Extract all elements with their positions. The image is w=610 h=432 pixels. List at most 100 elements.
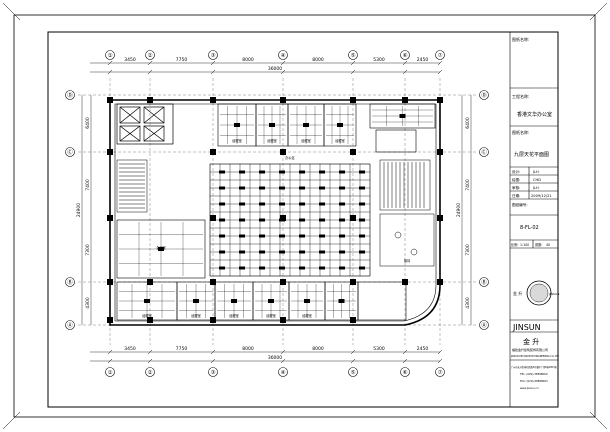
axis-label: ① [108, 370, 113, 376]
axis-label: Ⓐ [67, 321, 73, 329]
axis-label: Ⓐ [481, 321, 487, 329]
axis-label: Ⓑ [67, 278, 73, 286]
column [147, 317, 153, 323]
column [280, 279, 286, 285]
stair-right [379, 159, 431, 211]
date-value: 2009/12/21 [531, 194, 552, 198]
column [350, 97, 356, 103]
column [437, 149, 443, 155]
column [107, 215, 113, 221]
column [107, 317, 113, 323]
column [147, 279, 153, 285]
dimension-label: 7400 [85, 179, 91, 191]
column [107, 149, 113, 155]
column [210, 97, 216, 103]
dimension-total: 24900 [76, 203, 82, 217]
column [437, 97, 443, 103]
axis-bubble [479, 277, 489, 287]
axis-bubble [400, 367, 410, 377]
stair-left [116, 159, 148, 213]
left-office [116, 219, 206, 279]
scale-value: 1:100 [520, 243, 529, 247]
project-label: 工程名称: [512, 93, 529, 99]
axis-bubble [208, 50, 218, 60]
dimension-label: 3450 [124, 346, 136, 352]
checker-label: 审核: [512, 185, 520, 190]
column [350, 215, 356, 221]
dimension-total: 36000 [268, 355, 282, 361]
room-labels: 经理室经理室经理室经理室会议室办公区经理室经理室经理室经理室经理室接待 [142, 138, 411, 318]
column [210, 279, 216, 285]
room-label: 经理室 [301, 138, 311, 143]
axis-bubble [479, 147, 489, 157]
axis-bubble [479, 320, 489, 330]
axis-bubble [348, 50, 358, 60]
dimension-label: 2450 [417, 346, 429, 352]
drawing-no: 8-FL-02 [520, 225, 539, 231]
room-label: 经理室 [266, 313, 276, 318]
column [280, 215, 286, 221]
column [350, 149, 356, 155]
column [280, 317, 286, 323]
column [402, 279, 408, 285]
address-line: FAX: (020)-38898063 [520, 379, 548, 383]
dimension-label: 8000 [312, 346, 324, 352]
brand-cn: 金 升 [523, 337, 539, 346]
left-dimension-chain [81, 95, 92, 325]
axis-label: ⑦ [438, 369, 443, 376]
column [437, 215, 443, 221]
title-block-text: 图纸名称: 工程名称: 香港文华办公室 图纸名称: 九层天花平面图 设计: JL… [510, 36, 559, 390]
dimension-label: 5300 [373, 57, 385, 63]
room-label: 经理室 [267, 138, 277, 143]
room-label: 经理室 [229, 313, 239, 318]
column [107, 97, 113, 103]
axis-bubble [145, 50, 155, 60]
reception-area [379, 213, 435, 267]
dimension-label: 6400 [465, 117, 471, 129]
drafter-value: CHD [533, 178, 541, 182]
axis-bubble [400, 50, 410, 60]
room-label: 经理室 [142, 313, 152, 318]
dimension-label: 5300 [373, 346, 385, 352]
title-block [509, 31, 559, 408]
column [210, 149, 216, 155]
address-line: www.jinsun.cn [520, 386, 539, 390]
room-label: 会议室 [156, 245, 166, 250]
column [402, 97, 408, 103]
dimension-total: 36000 [268, 66, 282, 72]
column [280, 149, 286, 155]
column [210, 317, 216, 323]
room-label: 办公区 [285, 155, 295, 160]
axis-label: ⑤ [351, 53, 356, 59]
axis-bubble [65, 147, 75, 157]
room-label: 经理室 [335, 138, 345, 143]
axis-label: Ⓑ [481, 278, 487, 286]
axis-label: ③ [211, 370, 216, 376]
column [350, 279, 356, 285]
axis-bubble [65, 320, 75, 330]
title-header-label: 图纸名称: [512, 36, 529, 42]
dimension-label: 3450 [124, 57, 136, 63]
drawing-name-label: 图纸名称: [512, 129, 529, 135]
drawing-name: 九层天花平面图 [514, 151, 549, 158]
designer-value: JLH [532, 170, 539, 174]
dimension-label: 7300 [465, 244, 471, 256]
room-label: 经理室 [191, 313, 201, 318]
axis-label: ⑥ [403, 53, 408, 59]
company-en: JINSUN DECORATION ENGINEERING CO.,LTD [510, 355, 559, 358]
dimension-label: 6400 [85, 117, 91, 129]
axis-label: ① [108, 53, 113, 59]
right-dimension-chain [461, 95, 472, 325]
open-office-ceiling [209, 163, 371, 277]
room-label: 接待 [404, 258, 411, 263]
dimension-label: 7400 [465, 179, 471, 191]
column [350, 317, 356, 323]
axis-bubble [65, 90, 75, 100]
axis-label: ② [148, 369, 153, 376]
address-line: 广州市天河区林和西路9号耀中广场B座2803室 [511, 365, 557, 369]
dimension-total: 24900 [456, 203, 462, 217]
sheet-value: 40 [546, 243, 550, 247]
axis-bubble [208, 367, 218, 377]
axis-label: Ⓓ [481, 91, 487, 99]
